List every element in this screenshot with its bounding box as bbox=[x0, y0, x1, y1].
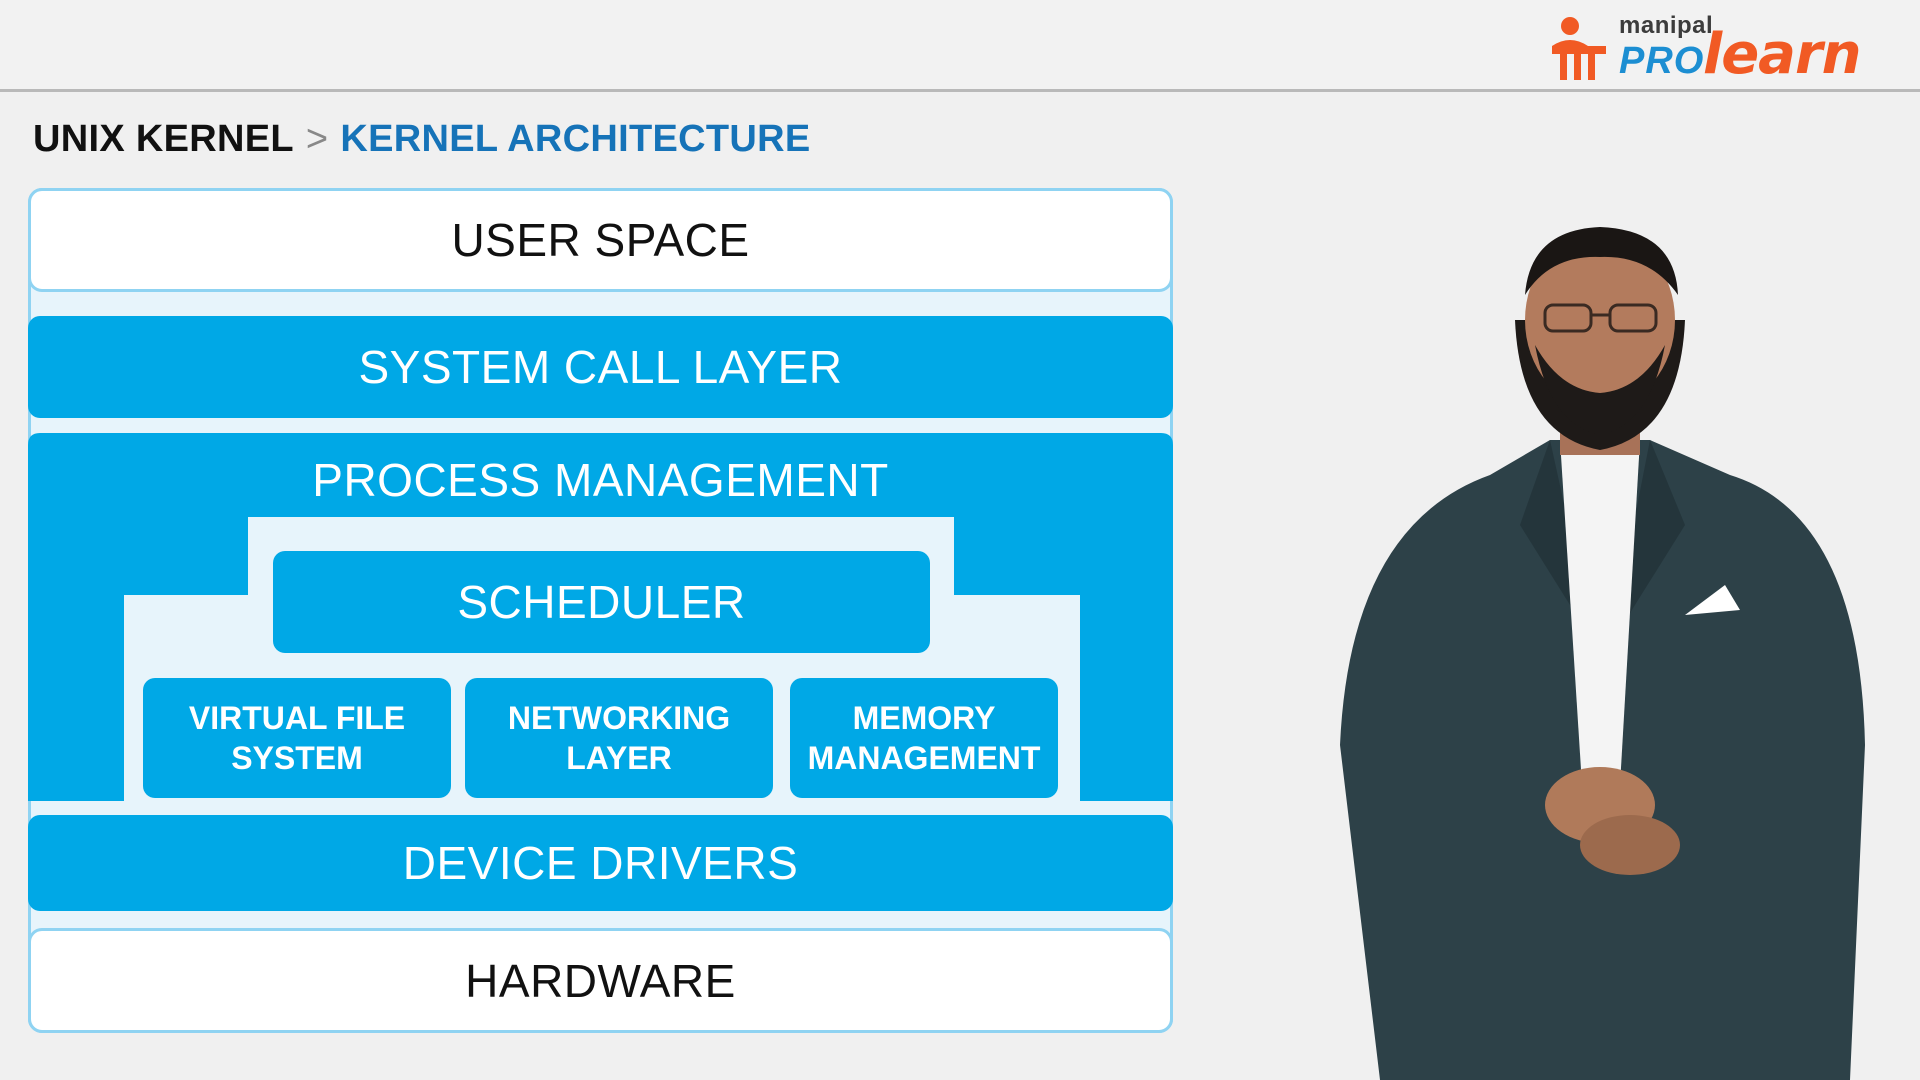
networking-layer-box: NETWORKING LAYER bbox=[465, 678, 773, 798]
memory-management-box: MEMORY MANAGEMENT bbox=[790, 678, 1058, 798]
breadcrumb: UNIX KERNEL > KERNEL ARCHITECTURE bbox=[33, 118, 811, 161]
hardware-layer: HARDWARE bbox=[28, 928, 1173, 1033]
breadcrumb-current: KERNEL ARCHITECTURE bbox=[340, 118, 811, 160]
kernel-architecture-diagram: USER SPACE SYSTEM CALL LAYER PROCESS MAN… bbox=[28, 188, 1173, 1033]
logo-learn-text: learn bbox=[1703, 22, 1861, 87]
system-call-layer: SYSTEM CALL LAYER bbox=[28, 316, 1173, 418]
person-at-desk-logo-icon bbox=[1552, 17, 1606, 80]
scheduler-box: SCHEDULER bbox=[273, 551, 930, 653]
process-management-layer bbox=[28, 433, 1173, 801]
header-bar: manipal PRO learn bbox=[0, 0, 1920, 92]
breadcrumb-separator: > bbox=[305, 118, 329, 160]
device-drivers-layer: DEVICE DRIVERS bbox=[28, 815, 1173, 911]
manipal-prolearn-logo: manipal PRO learn bbox=[1548, 10, 1893, 87]
breadcrumb-root: UNIX KERNEL bbox=[33, 118, 294, 160]
process-management-label: PROCESS MANAGEMENT bbox=[312, 454, 889, 506]
user-space-layer: USER SPACE bbox=[28, 188, 1173, 292]
presenter-image bbox=[1340, 227, 1865, 1080]
logo-pro-text: PRO bbox=[1619, 40, 1705, 82]
virtual-file-system-box: VIRTUAL FILE SYSTEM bbox=[143, 678, 451, 798]
logo-manipal-text: manipal bbox=[1619, 12, 1714, 39]
